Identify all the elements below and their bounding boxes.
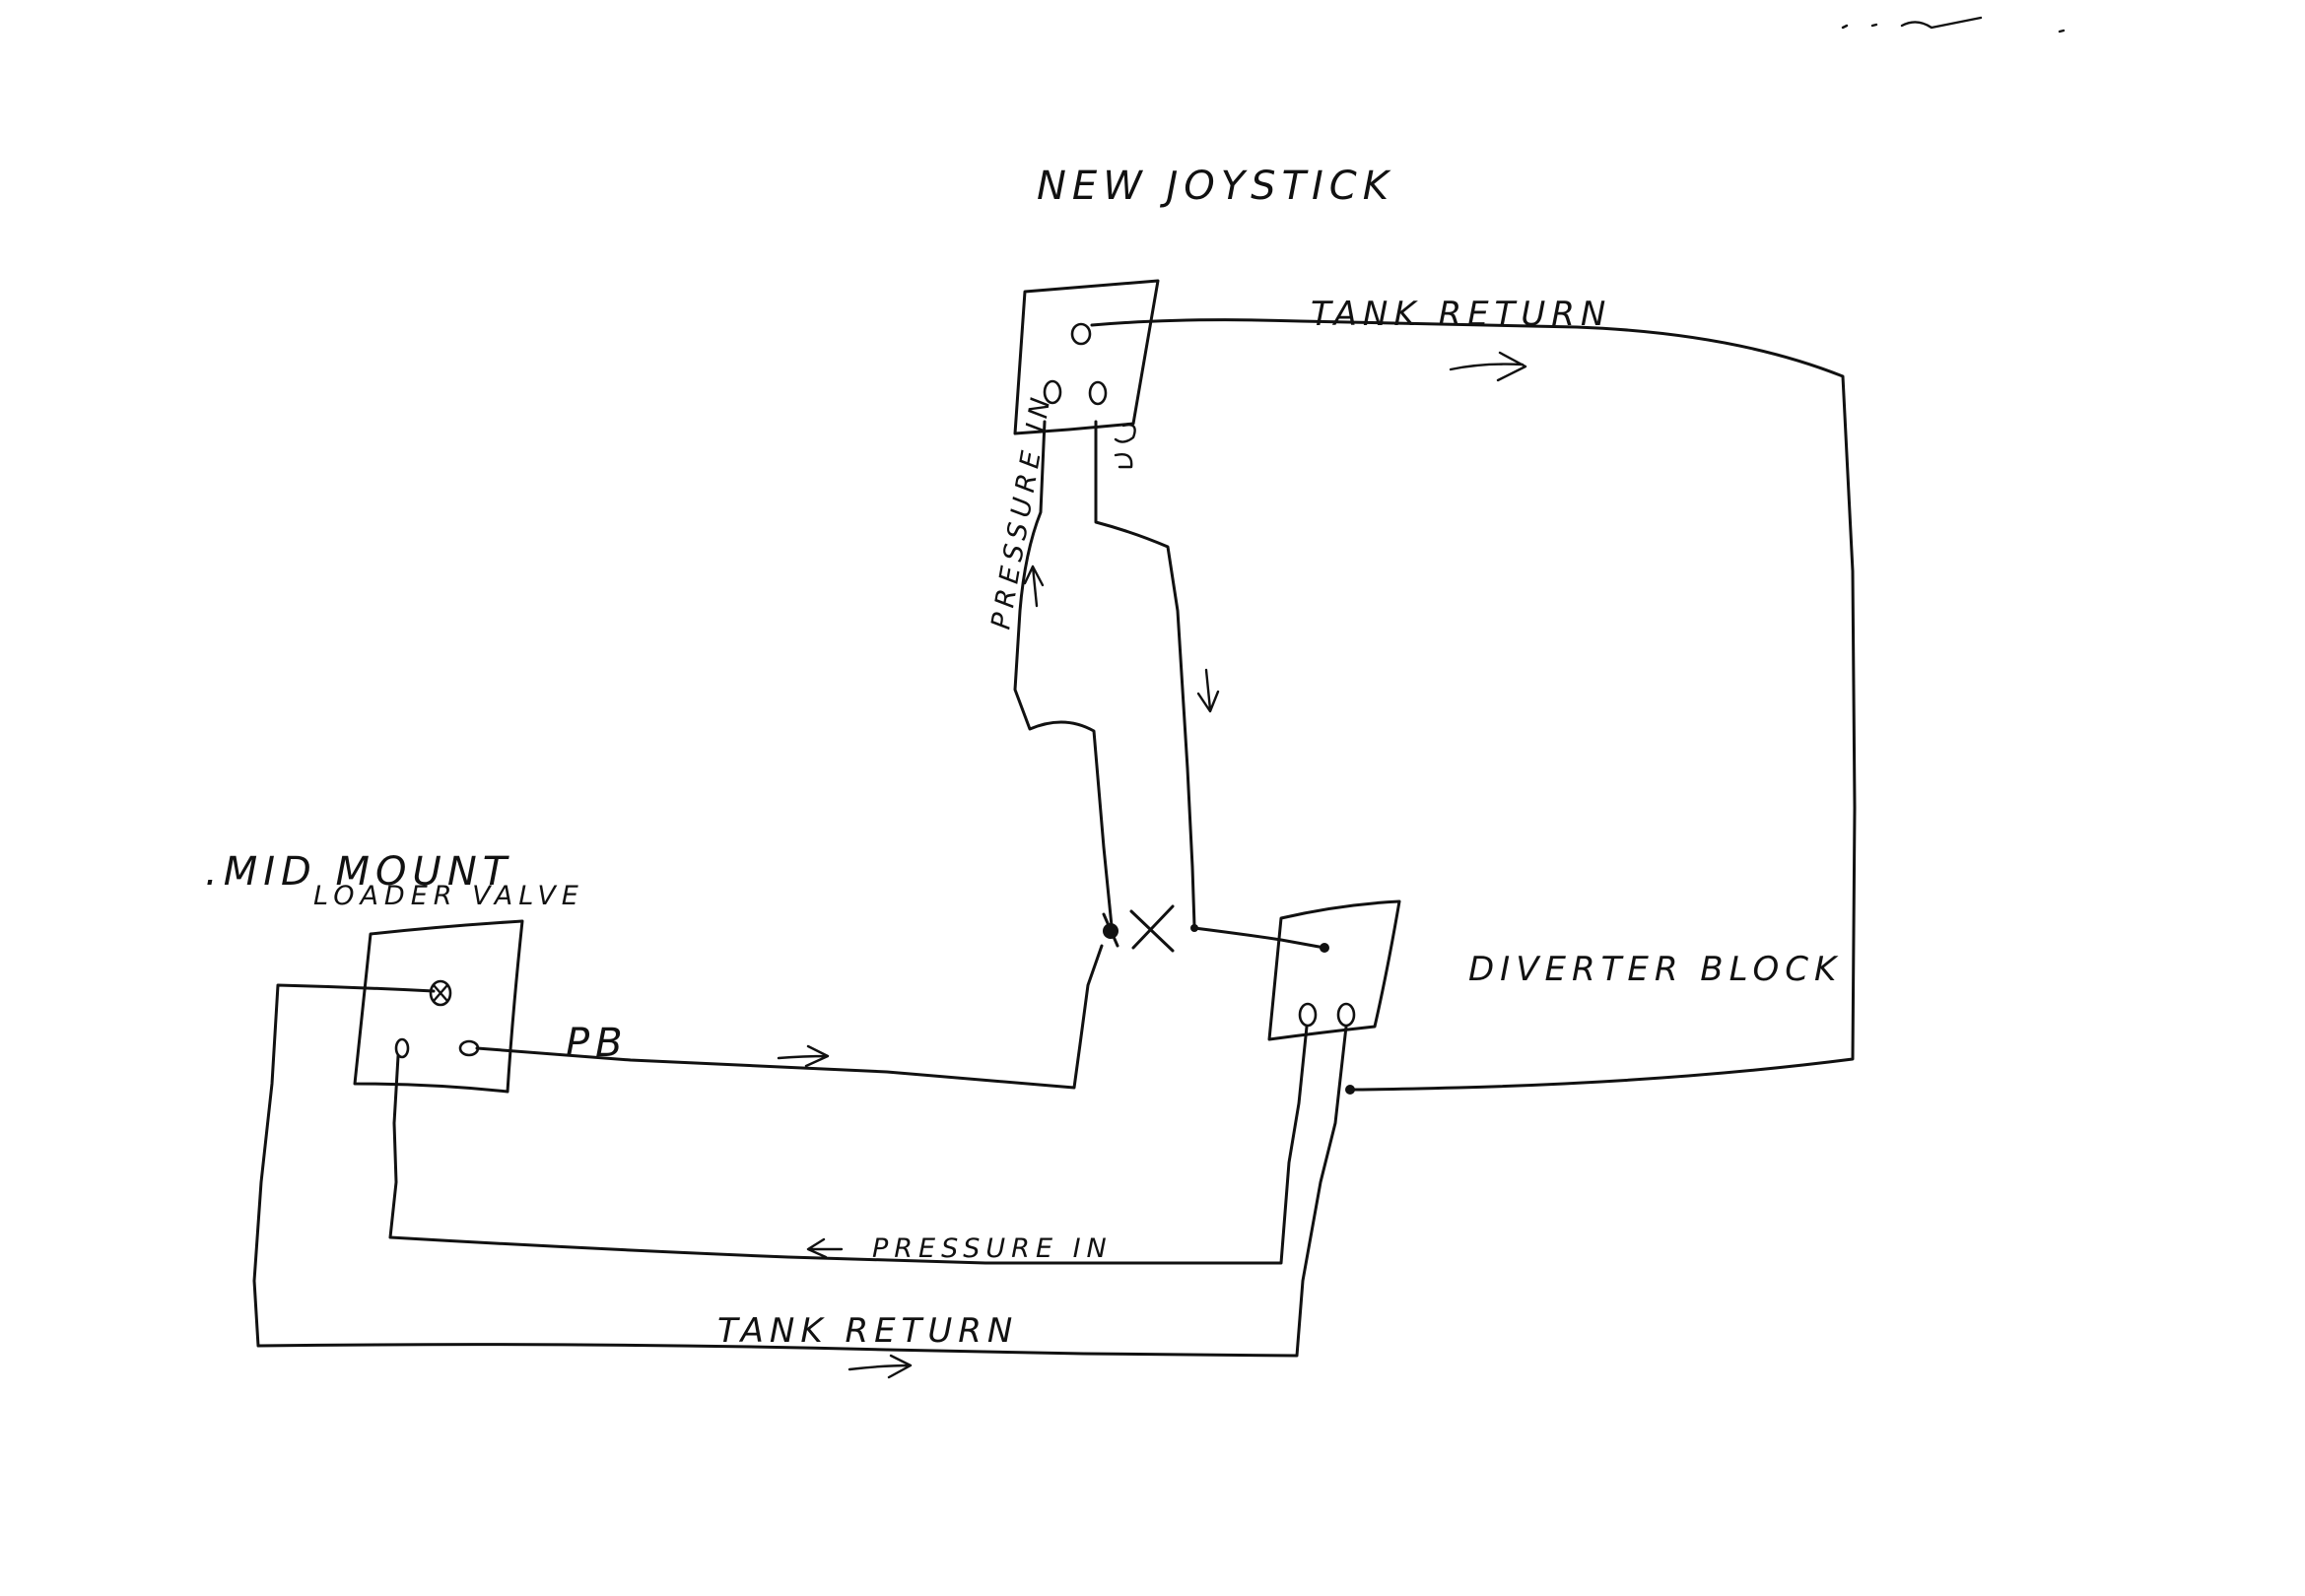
tank-return-line-top: [1090, 318, 1857, 1092]
pressure-in-bottom-arrow: [806, 1237, 844, 1259]
loader-valve-block: [353, 919, 524, 1094]
pressure-up-arrow: [1023, 565, 1045, 608]
loader-valve-label: LOADER VALVE: [313, 881, 584, 911]
pb-line: [475, 944, 1104, 1090]
tank-return-top-arrow: [1449, 351, 1527, 382]
diverter-port-left: [1298, 1002, 1318, 1028]
pb-label: PB: [566, 1021, 629, 1066]
new-joystick-label: NEW JOYSTICK: [1037, 164, 1394, 209]
tank-return-bottom-label: TANK RETURN: [717, 1311, 1018, 1351]
junction-to-diverter-line: [1192, 926, 1326, 950]
diverter-block-label: DIVERTER BLOCK: [1468, 950, 1842, 989]
pressure-in-line-vertical: [1013, 420, 1114, 928]
tank-return-top-label: TANK RETURN: [1311, 295, 1611, 334]
tank-return-line-bottom: [252, 983, 1348, 1358]
return-down-arrow: [1196, 668, 1220, 713]
joystick-return-line: [1094, 420, 1196, 928]
loader-port-right: [458, 1039, 480, 1057]
pb-arrow: [777, 1044, 830, 1068]
corner-scribble: [1841, 16, 2066, 33]
tank-return-bottom-arrow: [847, 1354, 913, 1379]
crossing-junction: [1102, 904, 1198, 953]
mid-mount-label: .MID MOUNT: [205, 849, 512, 895]
loader-port-left: [394, 1037, 410, 1059]
joystick-port-right: [1088, 380, 1108, 406]
diverter-port-right: [1336, 1002, 1356, 1028]
diverter-block: [1267, 899, 1401, 1041]
pressure-in-line-bottom: [388, 1025, 1309, 1265]
loader-tank-port: [429, 979, 452, 1007]
pressure-in-bottom-label: PRESSURE IN: [872, 1233, 1113, 1264]
joystick-tank-port: [1070, 322, 1092, 346]
diverter-top-port: [1320, 943, 1329, 953]
joystick-port-left: [1043, 379, 1062, 405]
pressure-in-vertical-label: PRESSURE IN: [985, 390, 1057, 632]
